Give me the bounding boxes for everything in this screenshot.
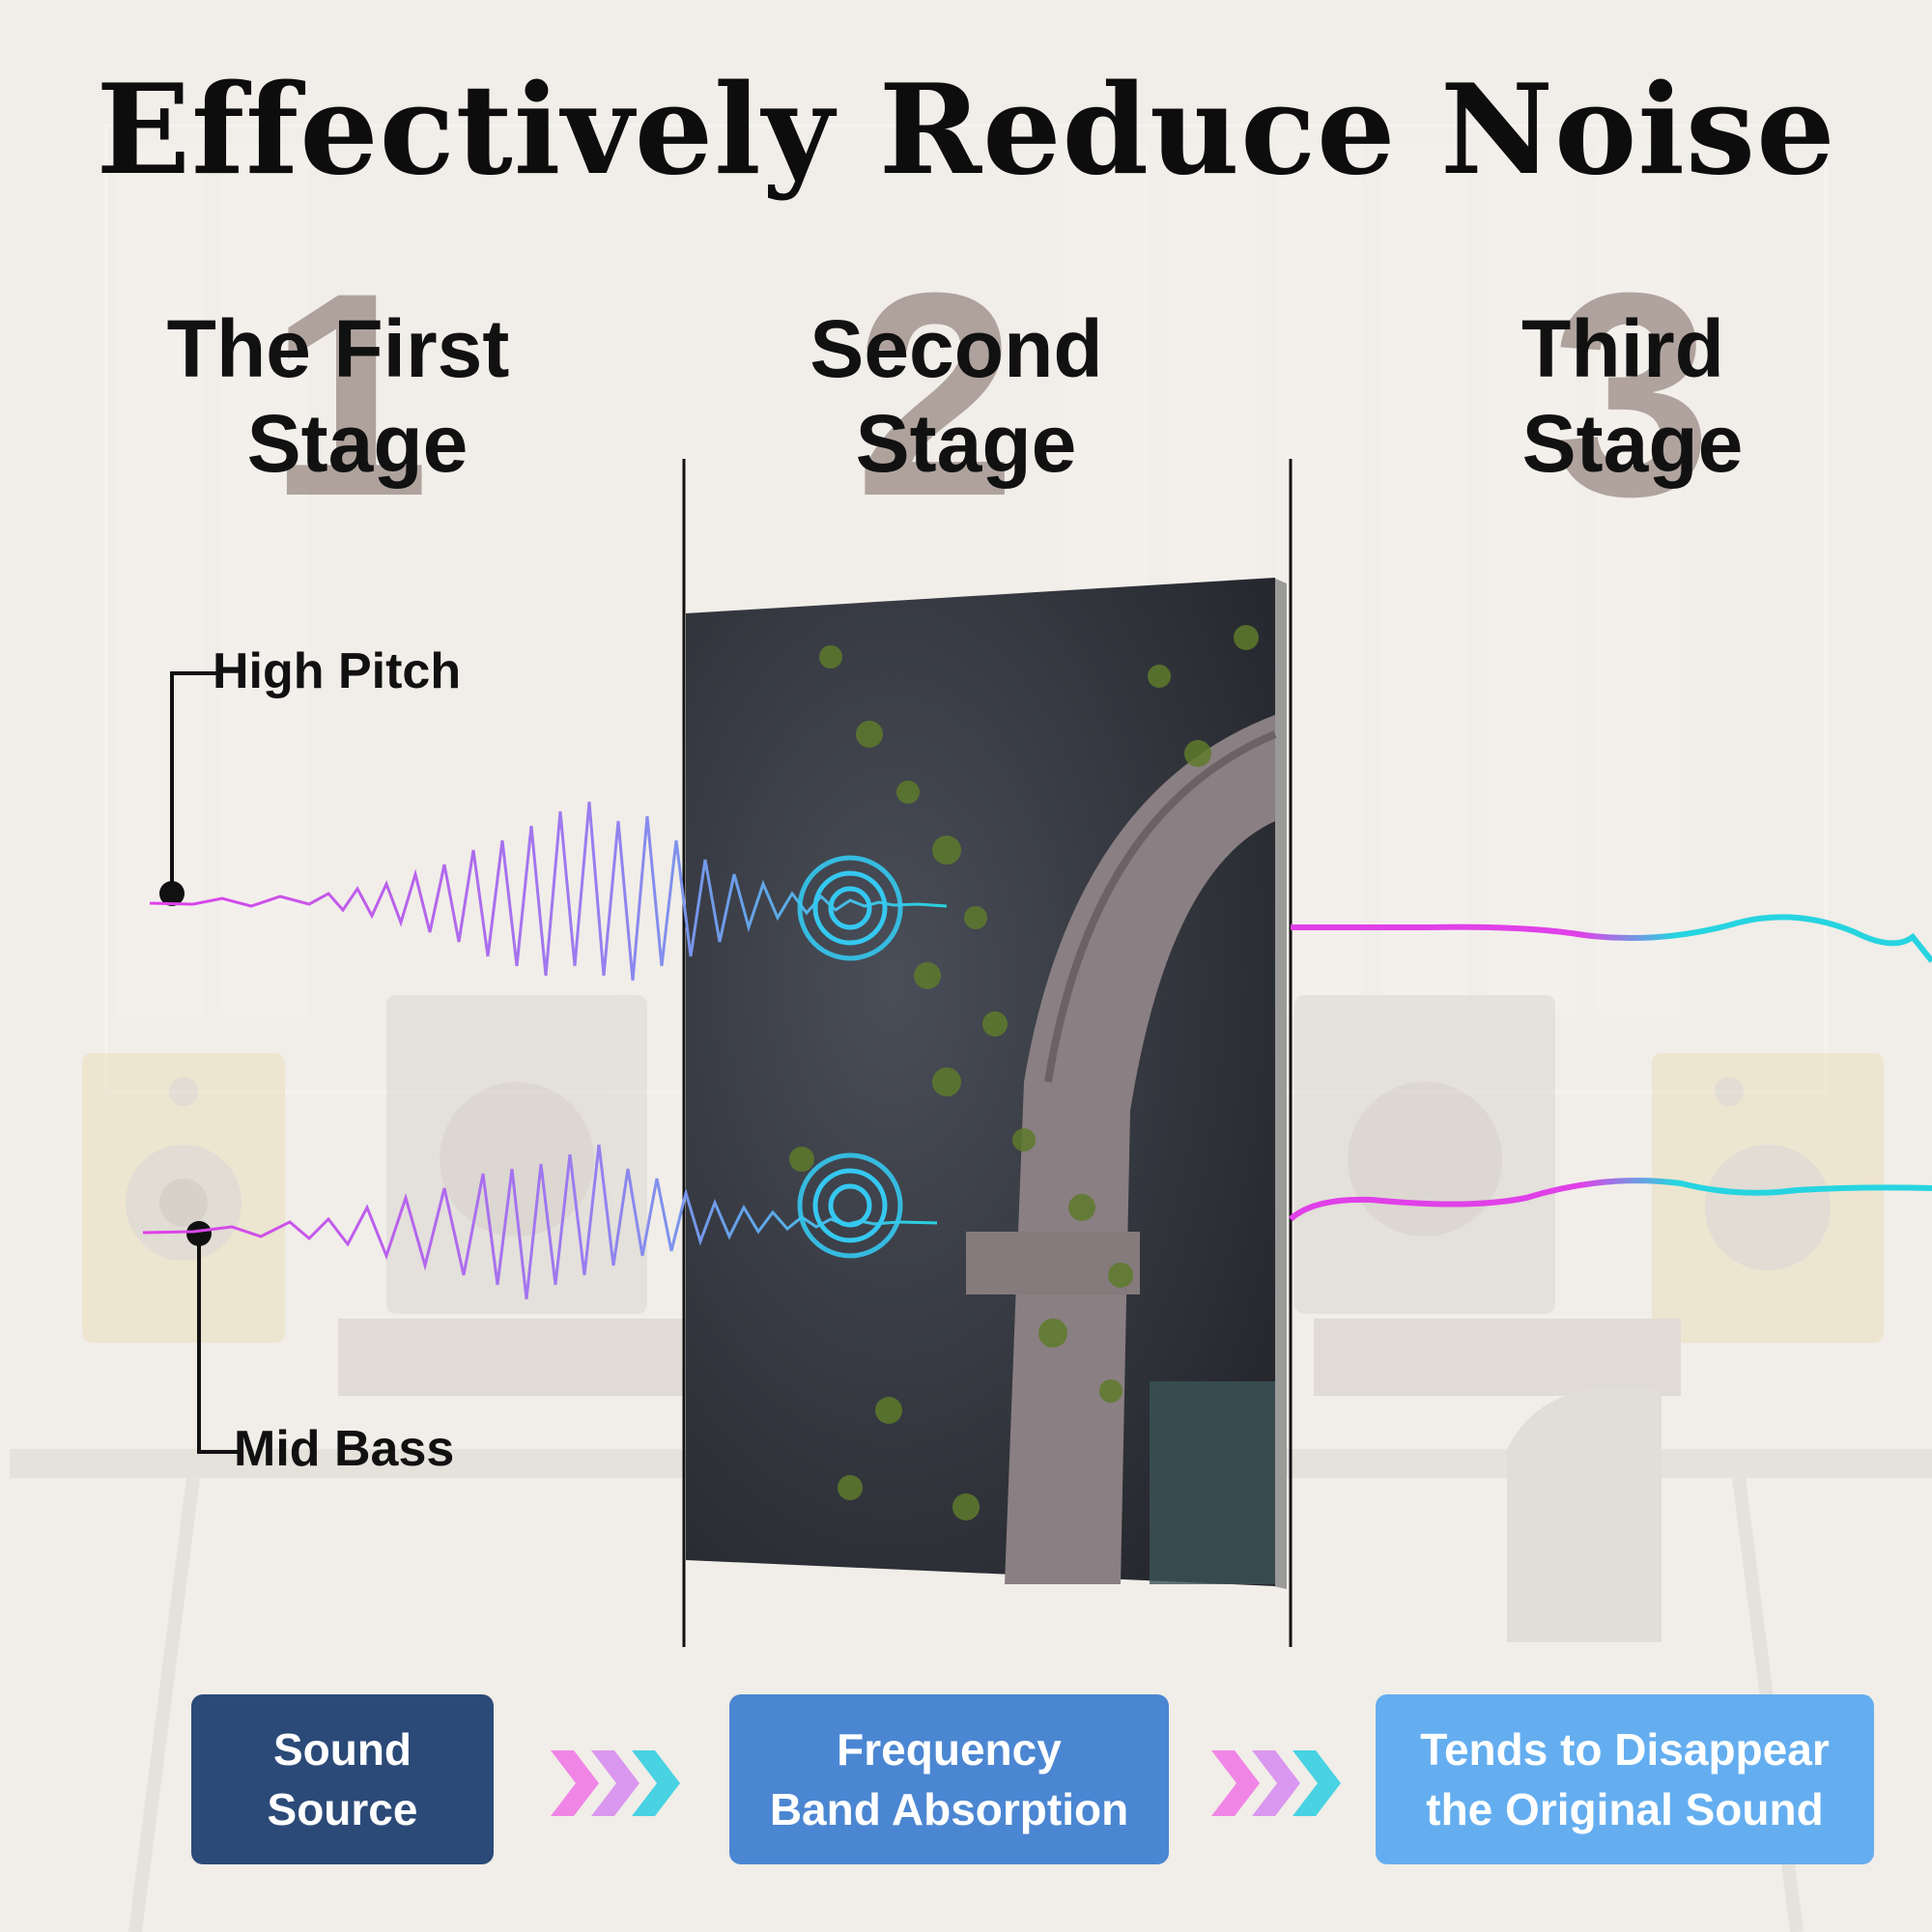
- mid-bass-dot: [186, 1221, 212, 1246]
- mid-bass-callout-line: [197, 1234, 238, 1454]
- acoustic-panel: [686, 578, 1287, 1589]
- high-pitch-dot: [159, 881, 185, 906]
- stage-title-1: The First Stage: [116, 301, 560, 491]
- page-title: Effectively Reduce Noise: [96, 58, 1836, 203]
- absorption-rings-mid: [797, 1152, 903, 1259]
- step-box-3-line2: the Original Sound: [1426, 1784, 1824, 1834]
- high-pitch-label: High Pitch: [213, 643, 462, 699]
- output-wave-mid: [1288, 1178, 1932, 1222]
- stage-title-3: Third Stage: [1410, 301, 1855, 491]
- step-box-3-line1: Tends to Disappear: [1420, 1724, 1830, 1775]
- arrow-icon-2: [1211, 1750, 1341, 1816]
- step-box-2-line1: Frequency: [837, 1724, 1062, 1775]
- step-box-1-line1: Sound: [272, 1724, 412, 1775]
- arrow-icon-1: [551, 1750, 680, 1816]
- stage-number-3: 3: [1550, 232, 1712, 556]
- stage-title-3-line2: Stage: [1521, 398, 1744, 489]
- high-pitch-wave: [149, 801, 948, 981]
- stage-title-2-line2: Stage: [855, 398, 1077, 489]
- stage-title-2-line1: Second: [810, 303, 1103, 394]
- step-box-tends-to-disappear: Tends to Disappear the Original Sound: [1376, 1694, 1874, 1864]
- high-pitch-callout-line: [170, 671, 220, 894]
- absorption-rings-high: [797, 855, 903, 961]
- step-box-2-line2: Band Absorption: [769, 1784, 1129, 1834]
- stage-title-1-line1: The First: [166, 303, 510, 394]
- step-box-1-line2: Source: [267, 1784, 418, 1834]
- mid-bass-label: Mid Bass: [234, 1421, 455, 1477]
- stage-number-1: 1: [269, 232, 430, 556]
- stage-title-1-line2: Stage: [246, 398, 469, 489]
- stage-number-2: 2: [855, 232, 1016, 556]
- stage-title-3-line1: Third: [1521, 303, 1724, 394]
- stage-title-2: Second Stage: [734, 301, 1179, 491]
- output-wave-high: [1291, 914, 1932, 963]
